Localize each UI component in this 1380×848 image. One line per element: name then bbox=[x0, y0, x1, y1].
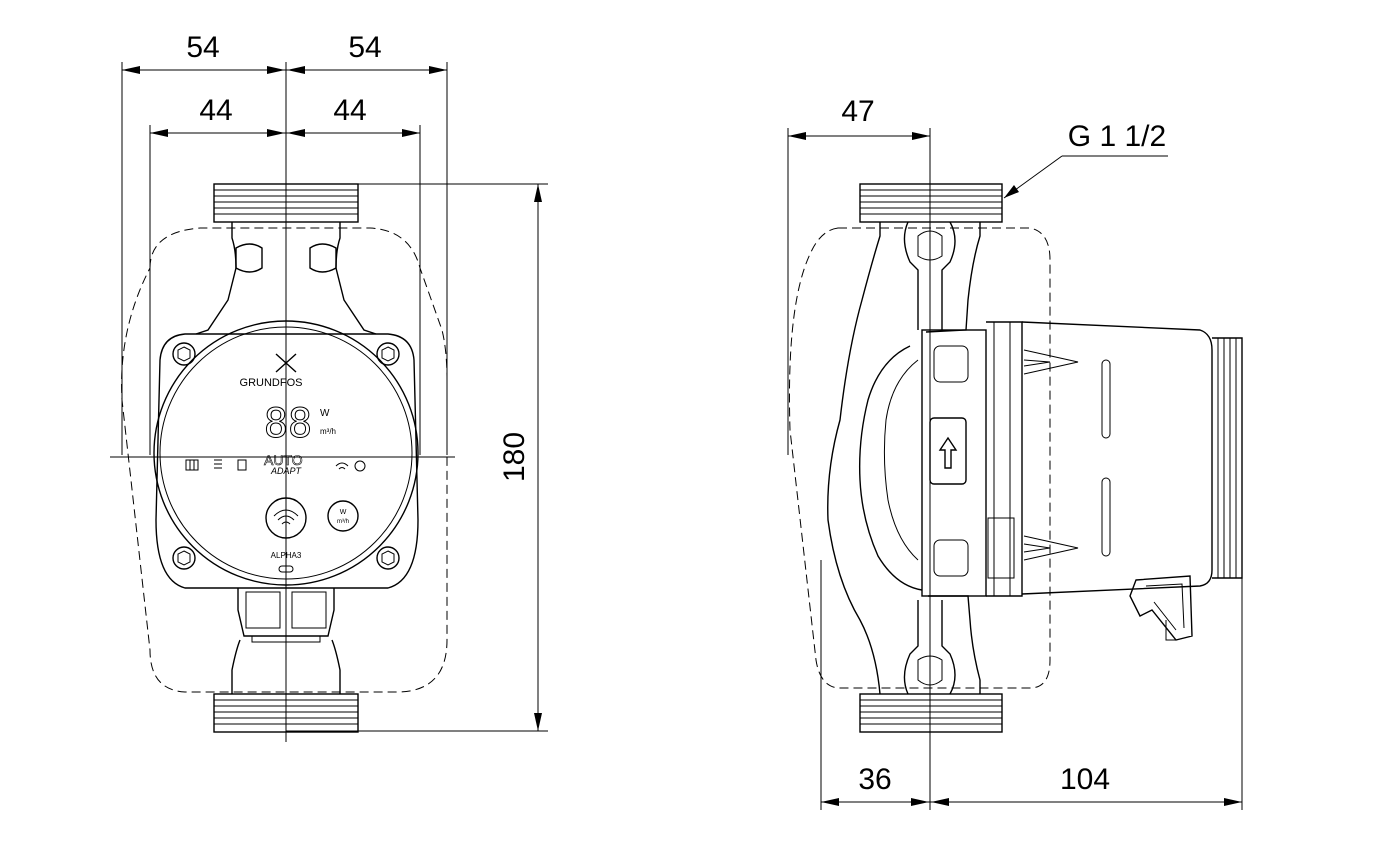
thread-leader bbox=[1003, 155, 1168, 199]
info-icon bbox=[354, 460, 366, 472]
side-view: 47 G 1 1/2 36 104 bbox=[787, 95, 1243, 810]
constant-curve-icon bbox=[237, 459, 247, 471]
grundfos-logo-icon bbox=[275, 353, 297, 373]
front-control-panel bbox=[153, 320, 419, 586]
dim-front-left-inner: 44 bbox=[199, 94, 232, 127]
brand-label: GRUNDFOS bbox=[240, 377, 303, 389]
wifi-icon bbox=[273, 509, 299, 525]
front-top-thread bbox=[213, 183, 359, 223]
dim-line-outer-width bbox=[122, 66, 447, 74]
adapt-label: ADAPT bbox=[270, 466, 303, 476]
wifi-button[interactable] bbox=[265, 497, 307, 539]
display-digits: 88 bbox=[264, 401, 312, 447]
side-cable-plug bbox=[1129, 575, 1193, 641]
unit-power-label: W bbox=[320, 408, 330, 419]
side-pump-casing bbox=[827, 222, 981, 695]
dim-line-side-bottom bbox=[821, 798, 1242, 806]
side-envelope-dashed bbox=[788, 227, 1051, 689]
flow-arrow-icon bbox=[938, 436, 958, 469]
dim-front-right-inner: 44 bbox=[333, 94, 366, 127]
thread-spec-label: G 1 1/2 bbox=[1068, 120, 1166, 153]
front-control-box bbox=[155, 333, 419, 589]
side-bottom-thread bbox=[859, 693, 1003, 733]
front-cable-connector bbox=[237, 588, 335, 643]
auto-label: AUTO bbox=[264, 452, 303, 468]
unit-button-bottom-label: m³/h bbox=[337, 519, 349, 525]
dim-front-left-outer: 54 bbox=[186, 31, 219, 64]
dim-front-right-outer: 54 bbox=[348, 31, 381, 64]
dim-side-bottom-left: 36 bbox=[858, 763, 891, 796]
unit-button-top-label: W bbox=[340, 509, 347, 516]
mode-icons-row bbox=[185, 459, 366, 472]
dim-front-height: 180 bbox=[498, 432, 531, 482]
dim-side-bottom-right: 104 bbox=[1060, 763, 1110, 796]
front-bottom-thread bbox=[213, 693, 359, 733]
wifi-small-icon bbox=[335, 462, 349, 470]
side-top-thread bbox=[859, 183, 1003, 223]
dim-line-side-top bbox=[788, 132, 930, 140]
underfloor-icon bbox=[214, 459, 222, 469]
front-view: 54 54 44 44 180 bbox=[110, 31, 548, 742]
dim-side-top-offset: 47 bbox=[841, 95, 874, 128]
unit-flow-label: m³/h bbox=[320, 427, 336, 436]
model-label: ALPHA3 bbox=[271, 551, 302, 560]
dim-line-height bbox=[534, 184, 542, 731]
side-motor-body bbox=[921, 321, 1243, 597]
front-bolts bbox=[172, 342, 400, 570]
front-envelope-dashed bbox=[121, 227, 448, 693]
radiator-icon bbox=[185, 459, 199, 471]
dim-line-inner-width bbox=[150, 129, 420, 137]
unit-toggle-button[interactable]: W m³/h bbox=[327, 500, 359, 532]
